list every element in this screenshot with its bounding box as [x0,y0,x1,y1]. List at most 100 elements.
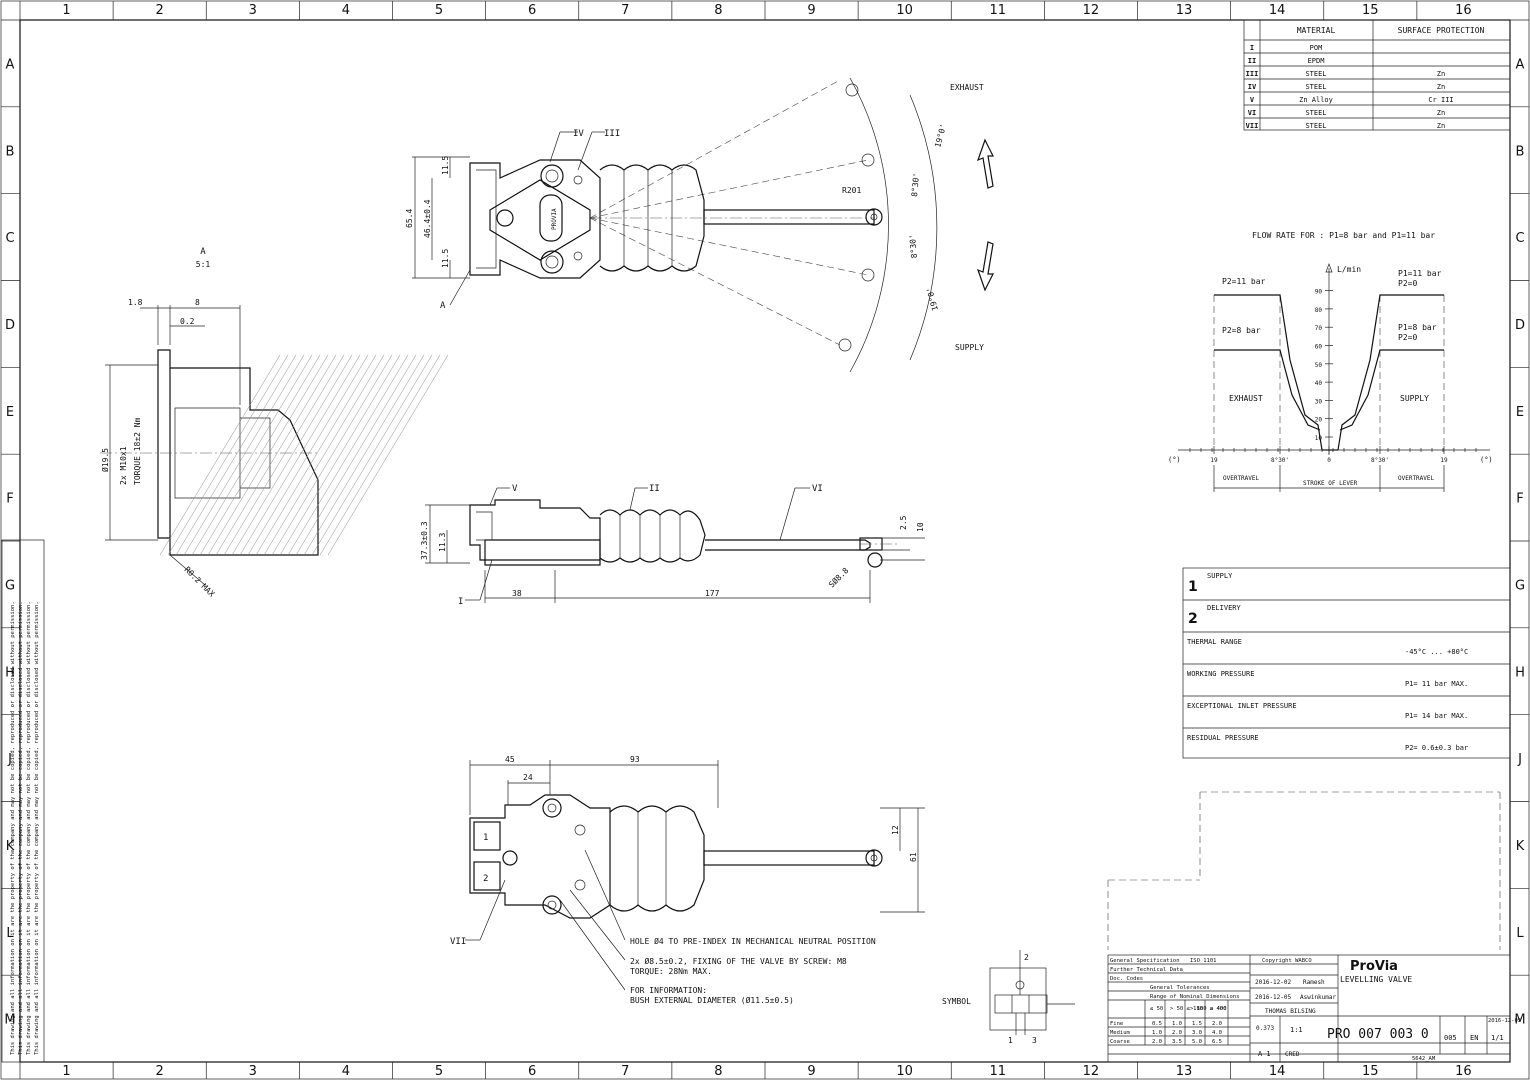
side-dim-37: 37.3±0.3 [420,521,429,560]
callout-vii: VII [450,937,466,947]
material-row-id: II [1248,57,1256,65]
tol-value: 3.0 [1192,1030,1202,1036]
spec-label: THERMAL RANGE [1187,638,1242,646]
angle-3: 8°30' [908,234,919,259]
svg-text:This drawing and all informati: This drawing and all information on it a… [34,601,40,1055]
flow-x-tick: 8°30' [1371,457,1389,464]
callout-vi: VI [812,484,823,494]
svg-text:Ramesh: Ramesh [1303,979,1325,986]
tol-range: ≤ 50 [1150,1006,1163,1012]
svg-text:ISO 1101: ISO 1101 [1190,958,1217,964]
callout-v: V [512,484,518,494]
flow-y-tick: 20 [1315,417,1323,424]
flow-y-tick: 40 [1315,380,1323,387]
symbol-label: SYMBOL [942,997,971,1006]
svg-text:1:1: 1:1 [1290,1026,1303,1034]
tol-class: Medium [1110,1030,1131,1036]
tol-value: 3.5 [1172,1039,1182,1045]
flow-chart-title: FLOW RATE FOR : P1=8 bar and P1=11 bar [1252,231,1435,240]
bottom-view: 1 2 45 24 93 12 61 VII [450,755,925,1005]
zone-row-left: L [6,926,14,941]
zone-col-top: 11 [990,3,1007,18]
bottom-dim-61: 61 [909,852,918,862]
note-bush: BUSH EXTERNAL DIAMETER (Ø11.5±0.5) [630,995,794,1005]
flow-y-tick: 70 [1315,325,1323,332]
zone-row-right: C [1515,231,1524,246]
detail-a-diameter: Ø19.5 [100,448,110,472]
spec-num: 1 [1188,579,1198,595]
spec-value: P1= 11 bar MAX. [1405,680,1468,688]
tol-class: Fine [1110,1021,1123,1027]
zone-col-top: 10 [896,3,913,18]
detail-a-dim-2: 8 [195,298,200,307]
tol-value: 2.0 [1172,1030,1182,1036]
svg-text:General Tolerances: General Tolerances [1150,985,1210,991]
svg-text:2016-12-05: 2016-12-05 [1255,994,1292,1001]
tol-range: > 180 ≤ 400 [1190,1006,1226,1012]
zone-col-top: 12 [1083,3,1100,18]
zone-col-bottom: 11 [990,1064,1007,1079]
svg-text:A 1: A 1 [1258,1050,1271,1058]
zone-row-right: M [1514,1013,1525,1028]
angle-1: 19°0' [933,123,948,149]
supply-label: SUPPLY [955,343,984,352]
flow-x-tick: 19 [1210,457,1218,464]
detail-a-scale: 5:1 [196,260,211,269]
tol-value: 0.5 [1152,1021,1162,1027]
detail-a-torque: TORQUE 18±2 Nm [133,417,142,485]
svg-text:1: 1 [1008,1036,1013,1045]
material-row-surface: Zn [1437,122,1445,130]
svg-text:Range of Nominal Dimensions: Range of Nominal Dimensions [1150,994,1239,1000]
zone-row-left: J [7,752,12,767]
material-row-surface: Zn [1437,70,1445,78]
spec-value: -45°C ... +80°C [1405,648,1468,656]
flow-ylabel: L/min [1337,265,1361,274]
zone-row-left: H [5,665,15,680]
flow-y-tick: 80 [1315,307,1323,314]
detail-a-label: A [200,247,206,257]
pneumatic-symbol: SYMBOL 2 1 3 [942,950,1075,1045]
callout-ii: II [649,484,660,494]
bottom-dim-24: 24 [523,773,533,782]
title-block: General Specification ISO 1101 Further T… [1107,954,1521,1063]
tb-general-spec: General Specification [1110,958,1180,964]
tol-range: > 50 ≤ 180 [1170,1006,1203,1012]
svg-text:THOMAS BILSING: THOMAS BILSING [1265,1008,1316,1015]
svg-text:P1=11 bar: P1=11 bar [1398,269,1442,278]
tol-value: 5.0 [1192,1039,1202,1045]
material-row-material: Zn Alloy [1299,96,1333,104]
spec-label: DELIVERY [1207,604,1242,612]
top-dim-radius: R201 [842,186,861,195]
zone-col-bottom: 5 [435,1064,443,1079]
svg-text:STROKE OF LEVER: STROKE OF LEVER [1303,480,1358,487]
zone-col-bottom: 1 [62,1064,70,1079]
zone-col-top: 2 [156,3,164,18]
callout-iii: III [604,129,620,139]
note-fixing: 2x Ø8.5±0.2, FIXING OF THE VALVE BY SCRE… [630,956,847,966]
svg-text:P2=8 bar: P2=8 bar [1222,326,1261,335]
material-row-id: V [1250,96,1255,104]
svg-text:(°): (°) [1480,456,1493,464]
zone-col-top: 1 [62,3,70,18]
zone-row-left: B [6,144,15,159]
material-row-material: STEEL [1305,83,1326,91]
side-dim-177: 177 [705,589,720,598]
tol-value: 1.0 [1172,1021,1182,1027]
zone-row-right: B [1516,144,1525,159]
flow-y-tick: 30 [1315,398,1323,405]
zone-col-bottom: 14 [1269,1064,1286,1079]
angle-2: 8°30' [910,172,921,197]
zone-col-bottom: 15 [1362,1064,1379,1079]
top-dim-11a: 11.5 [441,156,450,175]
side-dim-38: 38 [512,589,522,598]
zone-col-top: 5 [435,3,443,18]
zone-col-bottom: 16 [1455,1064,1472,1079]
empty-dashed-area [1107,791,1501,950]
material-row-id: IV [1248,83,1257,91]
brand-logo: ProVia [1350,959,1398,974]
flow-y-tick: 50 [1315,362,1323,369]
zone-col-top: 7 [621,3,629,18]
spec-value: P1= 14 bar MAX. [1405,712,1468,720]
zone-row-right: F [1516,492,1523,507]
